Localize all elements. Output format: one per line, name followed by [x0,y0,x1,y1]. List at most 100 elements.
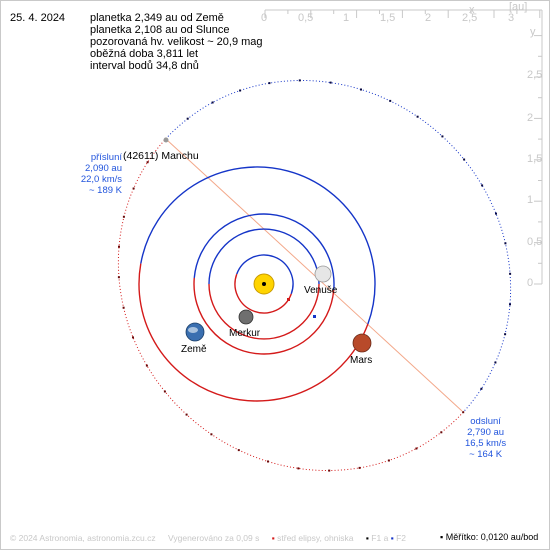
orbit-point [210,433,213,436]
info-sun-distance: planetka 2,108 au od Slunce [90,24,230,36]
perihelion-speed: 22,0 km/s [80,174,122,185]
orbit-point [387,459,390,462]
orbit-point [297,467,300,470]
venus-orbit-above [208,228,320,285]
orbit-point [328,469,331,472]
mercury-orbit-below [234,273,292,314]
mars-icon [352,333,372,353]
info-earth-distance: planetka 2,349 au od Země [90,12,224,24]
footer-legend-f2: F2 [396,533,406,543]
footer-legend-f1: F1 a [371,533,389,543]
x-tick-label: 2 [425,12,432,24]
asteroid-orbit-points [117,79,512,472]
orbit-point [146,161,149,164]
orbit-point [329,81,332,84]
orbit-point [132,336,134,339]
orbit-point [237,449,240,452]
orbit-point [416,115,419,118]
asteroid-orbit-above [165,79,512,413]
orbit-point [481,184,484,187]
x-tick-label: 1,5 [380,12,396,24]
info-point-interval: interval bodů 34,8 dnů [90,60,199,72]
orbit-point [185,413,188,416]
perihelion-temperature: ~ 189 K [88,185,122,196]
apsis-line [166,139,463,412]
aphelion-title: odsluní [470,416,501,427]
x-axis [264,9,542,18]
earth-label: Země [181,344,207,355]
aphelion-distance: 2,790 au [467,427,505,438]
orbit-point [480,387,483,390]
orbit-point [494,361,497,364]
orbit-point [389,99,392,102]
venus-orbit-below [208,283,320,340]
footer-generated: Vygenerováno za 0,09 s [168,533,260,543]
asteroid-orbit-below [117,138,464,472]
orbit-point [462,411,465,414]
orbit-point [186,117,189,120]
footer-foci: ▪ F1 a ▪ F2 [365,533,406,543]
orbit-point [509,303,511,306]
y-tick-label: 1 [527,194,534,206]
orbit-point [441,135,444,138]
orbit-point [358,466,361,469]
orbit-point [415,447,418,450]
orbit-point [495,212,497,215]
ellipse-center-marker [287,298,290,301]
y-axis-symbol: y [530,26,536,38]
footer: © 2024 Astronomia, astronomia.zcu.cz Vyg… [10,533,416,543]
sun-core [262,282,266,286]
x-tick-label: 2,5 [462,12,478,24]
earth-orbit-below [193,277,335,355]
x-tick-label: 1 [343,12,350,24]
x-tick-label: 0 [261,12,268,24]
asteroid-marker [163,137,169,143]
perihelion-title: přísluní [90,152,122,163]
mars-orbit-above [140,166,376,325]
orbit-point [132,187,135,190]
planet-orbits [138,166,376,402]
y-axis [534,10,543,285]
asteroid-name: (42611) Manchu [123,150,199,162]
perihelion-distance: 2,090 au [85,163,122,174]
orbit-point [117,276,120,279]
y-tick-label: 0,5 [527,236,543,248]
y-tick-label: 0 [527,277,534,289]
orbit-point [118,245,120,248]
info-period: oběžná doba 3,811 let [90,48,199,60]
venus-icon [314,265,332,283]
focus-f2-marker [313,315,316,318]
venus-label: Venuše [304,285,338,296]
earth-clouds [188,327,198,333]
footer-scale: ▪ Měřítko: 0,0120 au/bod [440,532,539,542]
orbit-point [298,79,301,82]
mars-label: Mars [350,355,373,366]
mercury-label: Merkur [229,328,261,339]
orbit-point [509,272,512,275]
x-axis-symbol: x [469,4,475,16]
orbit-point [145,364,148,367]
y-tick-label: 1,5 [527,153,543,165]
axis-unit-label: [au] [509,1,528,13]
orbit-point [360,88,362,91]
orbit-point [122,215,125,218]
footer-copyright: © 2024 Astronomia, astronomia.zcu.cz [10,533,156,543]
footer-legend-center: střed elipsy, ohniska [277,533,354,543]
orbit-point [239,89,242,92]
mars-orbit-below [138,263,369,402]
orbit-point [268,82,271,85]
mercury-icon [238,309,254,325]
aphelion-label: odsluní 2,790 au 16,5 km/s ~ 164 K [465,416,506,460]
x-tick-label: 0,5 [298,12,314,24]
x-tick-label: 3 [508,12,515,24]
orbit-point [211,101,214,104]
aphelion-temperature: ~ 164 K [469,449,503,460]
orbit-point [504,242,507,245]
y-tick-label: 2 [527,112,534,124]
earth-orbit-above [193,213,335,291]
orbit-point [463,158,466,161]
mercury-orbit-above [236,254,294,295]
info-magnitude: pozorovaná hv. velikost ~ 20,9 mag [90,36,263,48]
orbit-point [504,333,507,336]
